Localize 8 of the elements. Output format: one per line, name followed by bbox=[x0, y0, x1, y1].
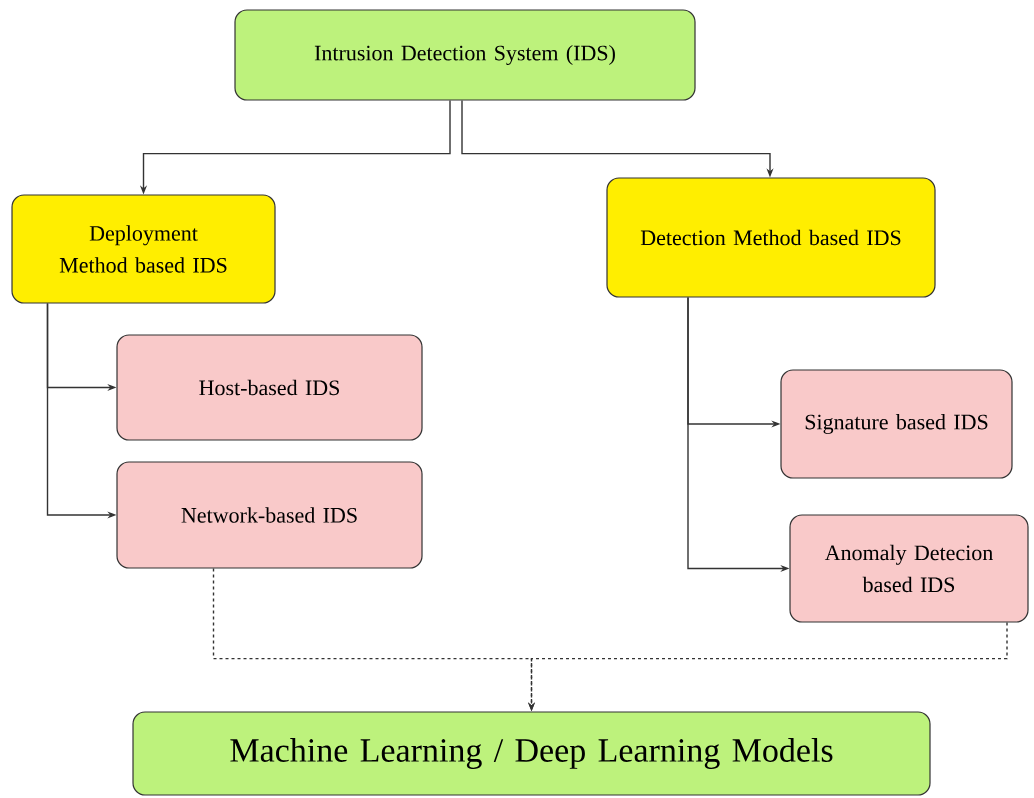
root-box: Intrusion Detection System (IDS) bbox=[234, 9, 696, 101]
type-box: Anomaly Detecion based IDS bbox=[789, 514, 1029, 623]
type-box: Network-based IDS bbox=[116, 461, 423, 569]
category-box: Deployment Method based IDS bbox=[11, 194, 276, 304]
category-box: Detection Method based IDS bbox=[606, 177, 936, 298]
type-box: Signature based IDS bbox=[780, 369, 1013, 479]
result-box: Machine Learning / Deep Learning Models bbox=[132, 711, 931, 796]
type-box: Host-based IDS bbox=[116, 334, 423, 441]
